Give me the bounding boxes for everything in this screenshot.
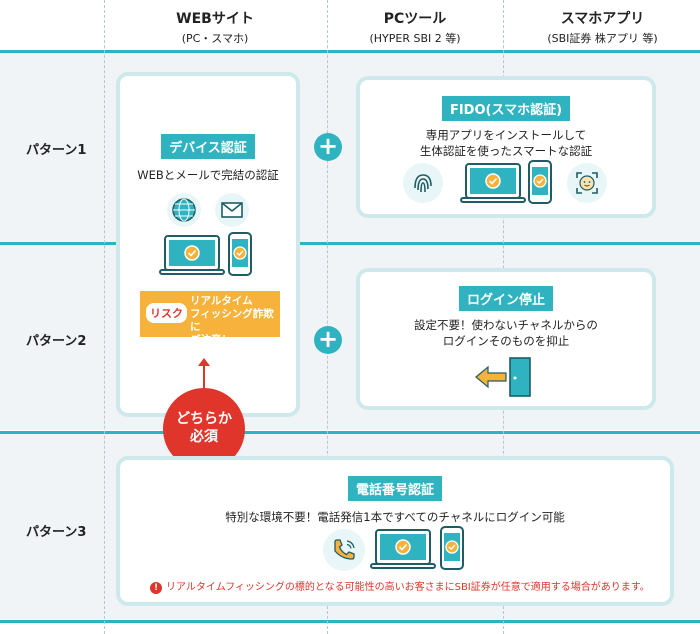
phone-auth-card: 電話番号認証 特別な環境不要！電話発信1本ですべてのチャネルにログイン可能 xyxy=(116,456,674,606)
phone-call-icon xyxy=(323,529,365,571)
risk-line-3: ご注意！ xyxy=(190,334,232,346)
column-divider xyxy=(104,0,105,634)
login-stop-card: ログイン停止 設定不要！使わないチャネルからの ログインそのものを抑止 xyxy=(356,268,656,410)
phone-auth-desc: 特別な環境不要！電話発信1本ですべてのチャネルにログイン可能 xyxy=(225,510,565,524)
fido-desc-2: 生体認証を使ったスマートな認証 xyxy=(419,144,593,158)
plus-icon: + xyxy=(314,326,342,354)
row-label-1: パターン1 xyxy=(26,143,87,158)
device-auth-desc: WEBとメールで完結の認証 xyxy=(137,168,279,182)
must-line-2: 必須 xyxy=(190,429,218,445)
red-arrow-line xyxy=(203,364,205,388)
door-exit-icon xyxy=(475,357,531,397)
risk-label: リスク xyxy=(146,303,187,323)
risk-text: リアルタイム フィッシング詐欺に ご注意！ xyxy=(190,295,280,347)
risk-warning-box: リスク リアルタイム フィッシング詐欺に ご注意！ xyxy=(140,291,280,346)
phone-auth-warning: ! リアルタイムフィッシングの標的となる可能性の高いお客さまにSBI証券が任意で適… xyxy=(150,578,650,594)
divider xyxy=(0,431,700,434)
row-label-3: パターン3 xyxy=(26,525,87,540)
header-title: スマホアプリ xyxy=(560,11,645,27)
exclamation-icon: ! xyxy=(150,582,162,594)
smartphone-icon xyxy=(528,160,552,204)
header-title: PCツール xyxy=(383,11,447,27)
header-sub: (HYPER SBI 2 等) xyxy=(369,32,461,45)
laptop-icon xyxy=(159,235,225,275)
column-divider xyxy=(327,0,328,634)
risk-line-1: リアルタイム xyxy=(190,295,253,307)
smartphone-icon xyxy=(228,232,252,276)
divider xyxy=(0,620,700,623)
login-stop-tag: ログイン停止 xyxy=(458,286,553,311)
header-app: スマホアプリ (SBI証券 株アプリ 等) xyxy=(515,8,690,46)
plus-icon: + xyxy=(314,133,342,161)
smartphone-icon xyxy=(440,526,464,570)
login-stop-desc-2: ログインそのものを抑止 xyxy=(442,334,570,348)
header-web: WEBサイト (PC・スマホ) xyxy=(150,8,280,46)
login-stop-desc-1: 設定不要！使わないチャネルからの xyxy=(414,318,598,332)
divider xyxy=(0,50,700,53)
arrow-up-icon xyxy=(198,358,210,366)
mail-icon xyxy=(215,193,249,227)
fido-tag: FIDO(スマホ認証) xyxy=(441,96,571,121)
device-auth-tag: デバイス認証 xyxy=(161,134,255,159)
face-recognition-icon xyxy=(567,163,607,203)
row-label-2: パターン2 xyxy=(26,334,87,349)
header-pc: PCツール (HYPER SBI 2 等) xyxy=(345,8,485,46)
header-sub: (SBI証券 株アプリ 等) xyxy=(547,32,658,45)
header-sub: (PC・スマホ) xyxy=(181,32,249,45)
fido-desc-1: 専用アプリをインストールして xyxy=(425,128,587,142)
laptop-icon xyxy=(370,529,436,569)
warning-text: リアルタイムフィッシングの標的となる可能性の高いお客さまにSBI証券が任意で適用… xyxy=(166,582,650,593)
divider xyxy=(0,242,700,245)
fingerprint-icon xyxy=(403,163,443,203)
globe-icon xyxy=(167,193,201,227)
phone-auth-tag: 電話番号認証 xyxy=(347,476,442,501)
header-title: WEBサイト xyxy=(176,11,254,27)
risk-line-2: フィッシング詐欺に xyxy=(190,308,274,333)
must-line-1: どちらか xyxy=(176,411,232,427)
laptop-icon xyxy=(460,163,526,203)
